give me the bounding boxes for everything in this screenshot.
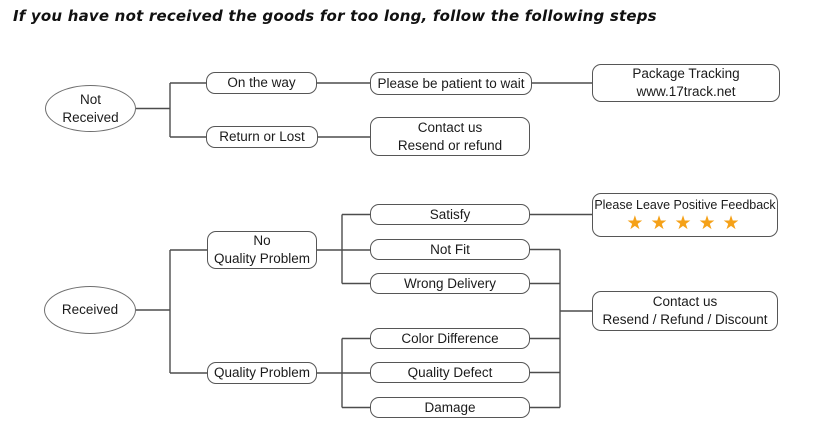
positive-feedback-label: Please Leave Positive Feedback [594, 198, 776, 213]
node-please-be-patient: Please be patient to wait [370, 72, 532, 95]
node-damage: Damage [370, 397, 530, 418]
node-on-the-way: On the way [206, 72, 317, 94]
node-contact-resend-refund: Contact us Resend or refund [370, 117, 530, 156]
page-title: If you have not received the goods for t… [13, 7, 657, 25]
node-positive-feedback: Please Leave Positive Feedback ★★★★★ [592, 193, 778, 237]
node-package-tracking: Package Tracking www.17track.net [592, 64, 780, 102]
five-star-rating-icon: ★★★★★ [626, 212, 747, 234]
node-quality-defect: Quality Defect [370, 362, 530, 383]
node-received: Received [44, 286, 136, 334]
node-satisfy: Satisfy [370, 204, 530, 225]
node-contact-resend-refund-discount: Contact us Resend / Refund / Discount [592, 291, 778, 331]
node-quality-problem: Quality Problem [207, 362, 317, 384]
node-not-fit: Not Fit [370, 239, 530, 260]
node-wrong-delivery: Wrong Delivery [370, 273, 530, 294]
node-no-quality-problem: No Quality Problem [207, 231, 317, 269]
node-color-difference: Color Difference [370, 328, 530, 349]
node-return-or-lost: Return or Lost [206, 126, 318, 148]
node-not-received: Not Received [45, 85, 136, 132]
